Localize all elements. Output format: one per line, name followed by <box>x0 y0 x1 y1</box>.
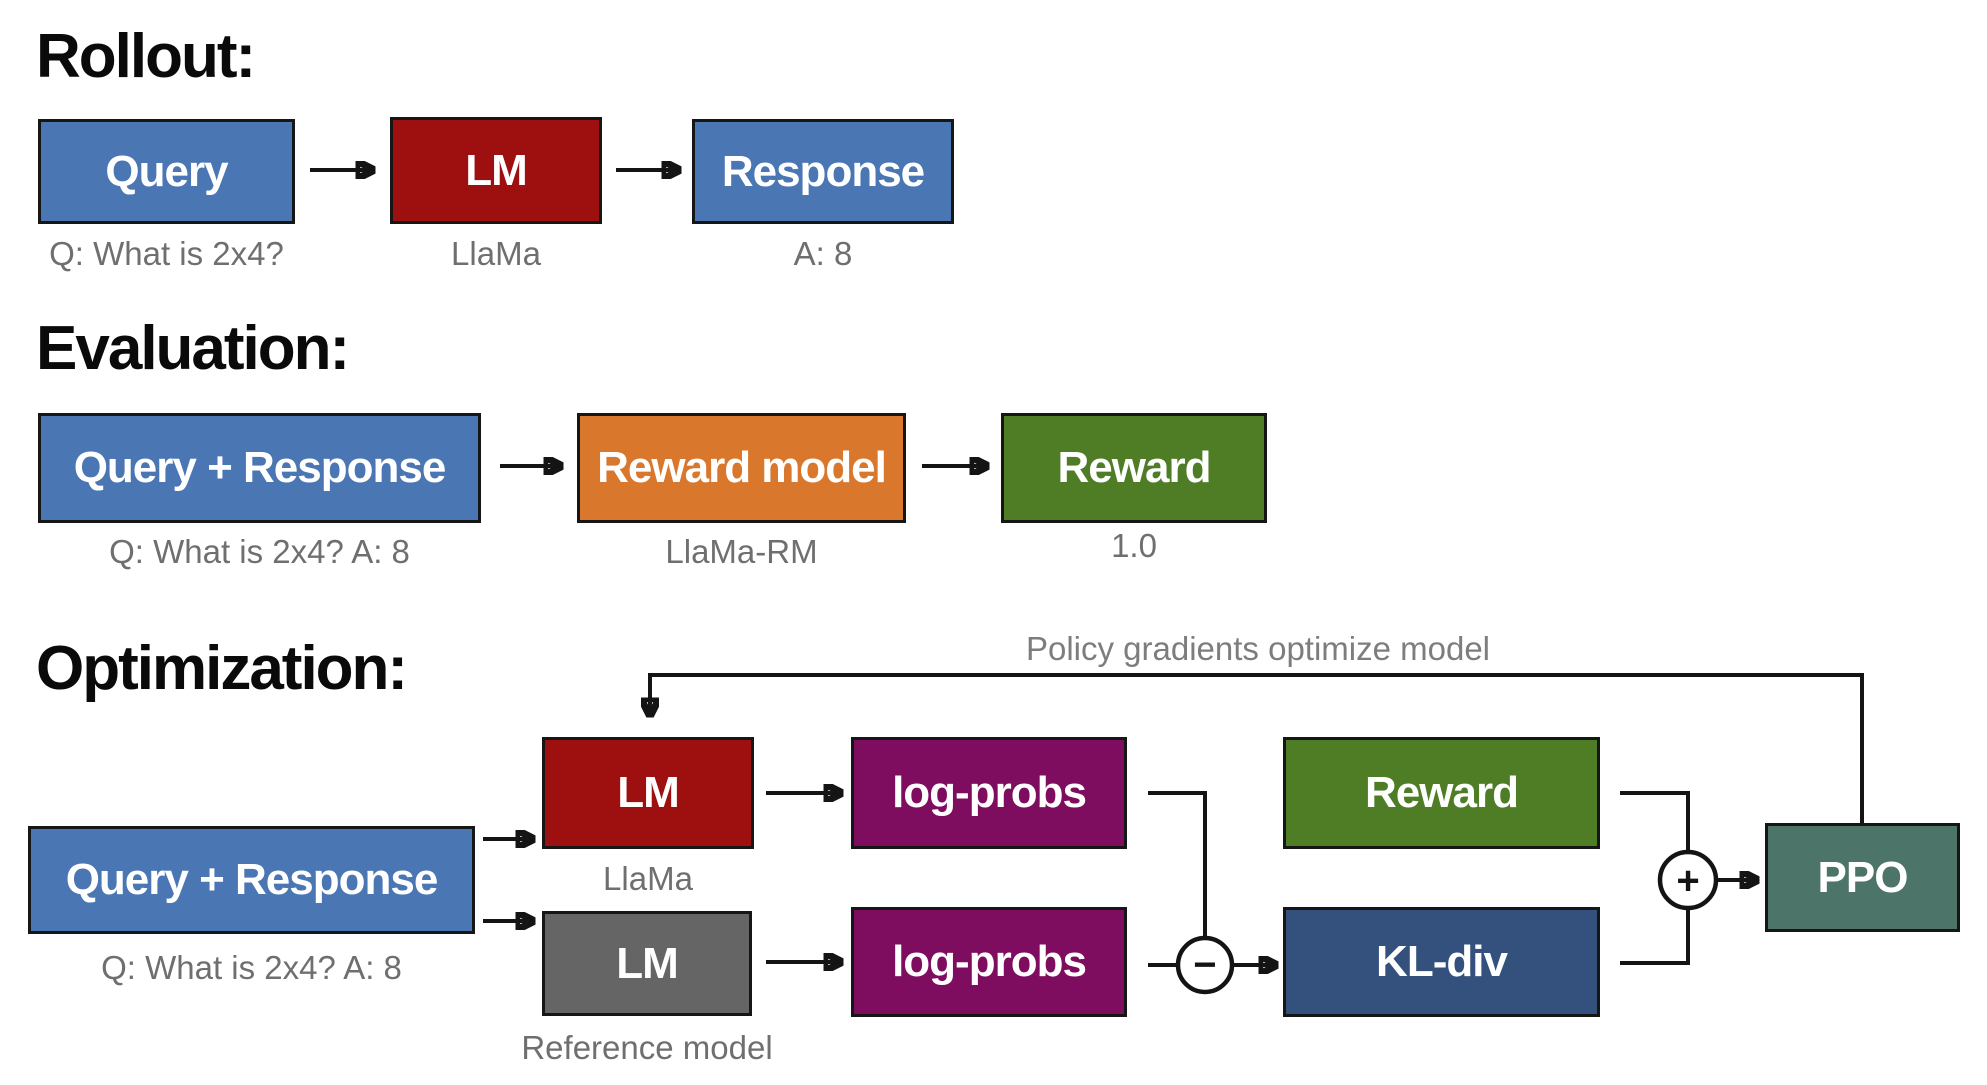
evaluation-query-response-box: Query + Response <box>38 413 481 523</box>
policy-lm-label: LM <box>617 768 680 817</box>
reference-lm-box: LM <box>542 911 752 1016</box>
evaluation-query-response-label: Query + Response <box>73 443 447 492</box>
evaluation-reward-model-label: Reward model <box>597 443 887 492</box>
reference-lm-caption: Reference model <box>521 1029 773 1066</box>
policy-gradients-annotation: Policy gradients optimize model <box>1025 630 1491 667</box>
ppo-box: PPO <box>1765 823 1960 932</box>
evaluation-query-response-caption: Q: What is 2x4? A: 8 <box>109 533 410 570</box>
optimization-reward-label: Reward <box>1365 768 1519 817</box>
optimization-heading: Optimization: <box>36 634 408 703</box>
policy-logprobs-box: log-probs <box>851 737 1127 849</box>
evaluation-reward-model-caption: LlaMa-RM <box>665 533 818 570</box>
reference-lm-label: LM <box>616 938 679 988</box>
policy-lm-box: LM <box>542 737 754 849</box>
rollout-heading: Rollout: <box>36 22 256 91</box>
optimization-query-response-caption: Q: What is 2x4? A: 8 <box>101 949 402 986</box>
line-kldiv-to-plus <box>1620 910 1690 965</box>
plus-icon: + <box>1676 859 1699 903</box>
evaluation-reward-label: Reward <box>1057 443 1212 492</box>
reference-logprobs-box: log-probs <box>851 907 1127 1017</box>
rollout-query-caption: Q: What is 2x4? <box>49 235 284 272</box>
rollout-response-caption: A: 8 <box>793 235 853 272</box>
optimization-query-response-box: Query + Response <box>28 826 475 934</box>
ppo-label: PPO <box>1817 852 1909 902</box>
reference-logprobs-label: log-probs <box>892 937 1087 986</box>
line-logprobs-top-to-minus <box>1148 791 1207 936</box>
evaluation-reward-model-box: Reward model <box>577 413 906 523</box>
minus-junction-circle <box>1175 935 1235 995</box>
rollout-lm-caption: LlaMa <box>451 235 541 272</box>
rollout-response-label: Response <box>721 146 925 196</box>
evaluation-heading: Evaluation: <box>36 314 350 383</box>
feedback-loop-line <box>650 673 1864 823</box>
minus-icon: − <box>1193 943 1216 987</box>
optimization-reward-box: Reward <box>1283 737 1600 849</box>
rollout-query-box: Query <box>38 119 295 224</box>
rollout-response-box: Response <box>692 119 954 224</box>
line-reward-to-plus <box>1620 791 1690 850</box>
evaluation-reward-box: Reward <box>1001 413 1267 523</box>
policy-logprobs-label: log-probs <box>892 768 1087 817</box>
kl-div-box: KL-div <box>1283 907 1600 1017</box>
rollout-query-label: Query <box>105 146 228 196</box>
policy-lm-caption: LlaMa <box>603 860 693 897</box>
rollout-lm-box: LM <box>390 117 602 224</box>
plus-junction-circle <box>1657 849 1719 911</box>
rollout-lm-label: LM <box>465 145 528 195</box>
kl-div-label: KL-div <box>1376 937 1508 986</box>
optimization-query-response-label: Query + Response <box>65 855 439 904</box>
evaluation-reward-caption: 1.0 <box>1111 527 1157 564</box>
